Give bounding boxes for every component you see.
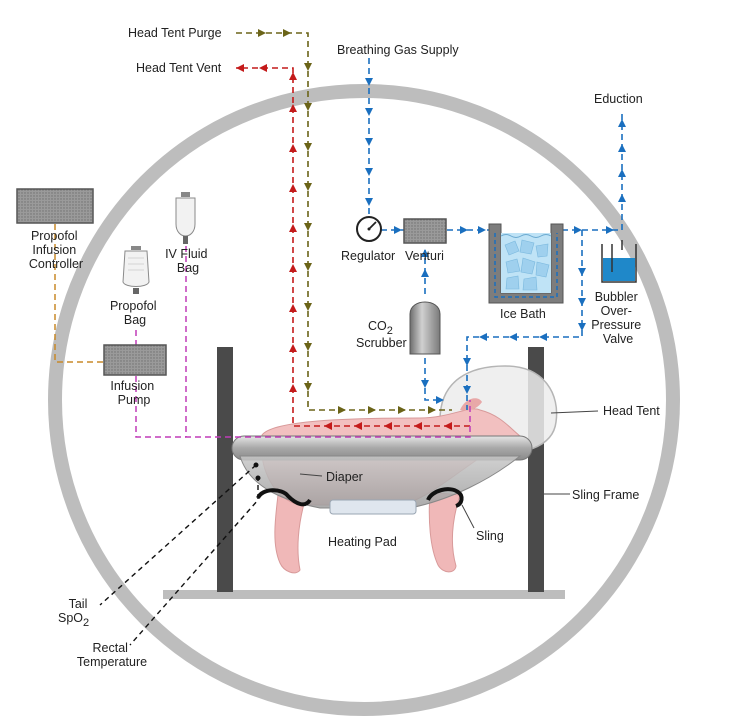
- head-tent-purge-line: [236, 32, 452, 411]
- head-tent-vent-label: Head Tent Vent: [136, 61, 222, 75]
- sling-strap-left: [256, 488, 312, 507]
- tail-spo2-label: Tail: [69, 597, 88, 611]
- infusion-pump: [103, 344, 167, 376]
- heating-pad: [329, 499, 417, 515]
- co2-scrubber: [409, 301, 441, 355]
- chamber-floor: [163, 590, 565, 599]
- head-tent-vent-line: [236, 67, 470, 427]
- propofol-infusion-controller: [16, 188, 94, 224]
- hyperbaric-chamber: [48, 84, 680, 716]
- eduction-label: Eduction: [594, 92, 643, 106]
- diaper-label: Diaper: [326, 470, 363, 484]
- head-tent-purge-label: Head Tent Purge: [128, 26, 222, 40]
- rectal-temperature-label: Rectal Temperature: [77, 641, 147, 669]
- tail-spo2-sensor: [253, 462, 259, 468]
- bubbler-label: Bubbler Over- Pressure Valve: [591, 290, 645, 346]
- sling-frame-label: Sling Frame: [572, 488, 639, 502]
- regulator-label: Regulator: [341, 249, 395, 263]
- head-tent-pointer: [550, 410, 599, 414]
- tail-spo2-label-2: SpO2: [58, 611, 89, 629]
- diaper-pointer: [299, 473, 323, 477]
- ice-bath: [488, 223, 564, 304]
- iv-fluid-bag-label: IV Fluid Bag: [165, 247, 211, 275]
- pig-front-leg: [428, 491, 461, 573]
- pig-ear: [460, 398, 482, 411]
- venturi-label: Venturi: [405, 249, 444, 263]
- tail-spo2-line: [99, 464, 257, 606]
- iv-fluid-bag: [175, 192, 196, 244]
- sling-label: Sling: [476, 529, 504, 543]
- controller-line: [54, 224, 104, 363]
- propofol-infusion-controller-label: Propofol Infusion Controller: [29, 229, 83, 271]
- sling-strap-right: [426, 487, 464, 508]
- heating-pad-label: Heating Pad: [328, 535, 397, 549]
- propofol-bag-label: Propofol Bag: [110, 299, 160, 327]
- head-tent-vent-arrows: [236, 64, 452, 430]
- co2-scrubber-label-2: Scrubber: [356, 336, 407, 350]
- head-tent-label: Head Tent: [603, 404, 660, 418]
- sling-pointer: [461, 504, 475, 529]
- breathing-gas-supply-label: Breathing Gas Supply: [337, 43, 459, 57]
- infusion-line: [135, 246, 471, 438]
- rectal-temperature-sensor: [255, 475, 261, 481]
- bubbler-over-pressure-valve: [601, 240, 637, 283]
- pig-rear-leg: [274, 494, 306, 574]
- propofol-bag: [122, 246, 150, 294]
- venturi: [403, 218, 447, 244]
- regulator-gauge-icon: [356, 216, 382, 242]
- sling-frame-left-post: [217, 347, 233, 592]
- infusion-pump-label: Infusion Pump: [110, 379, 157, 407]
- ice-bath-label: Ice Bath: [500, 307, 546, 321]
- co2-scrubber-label: CO2: [368, 319, 393, 337]
